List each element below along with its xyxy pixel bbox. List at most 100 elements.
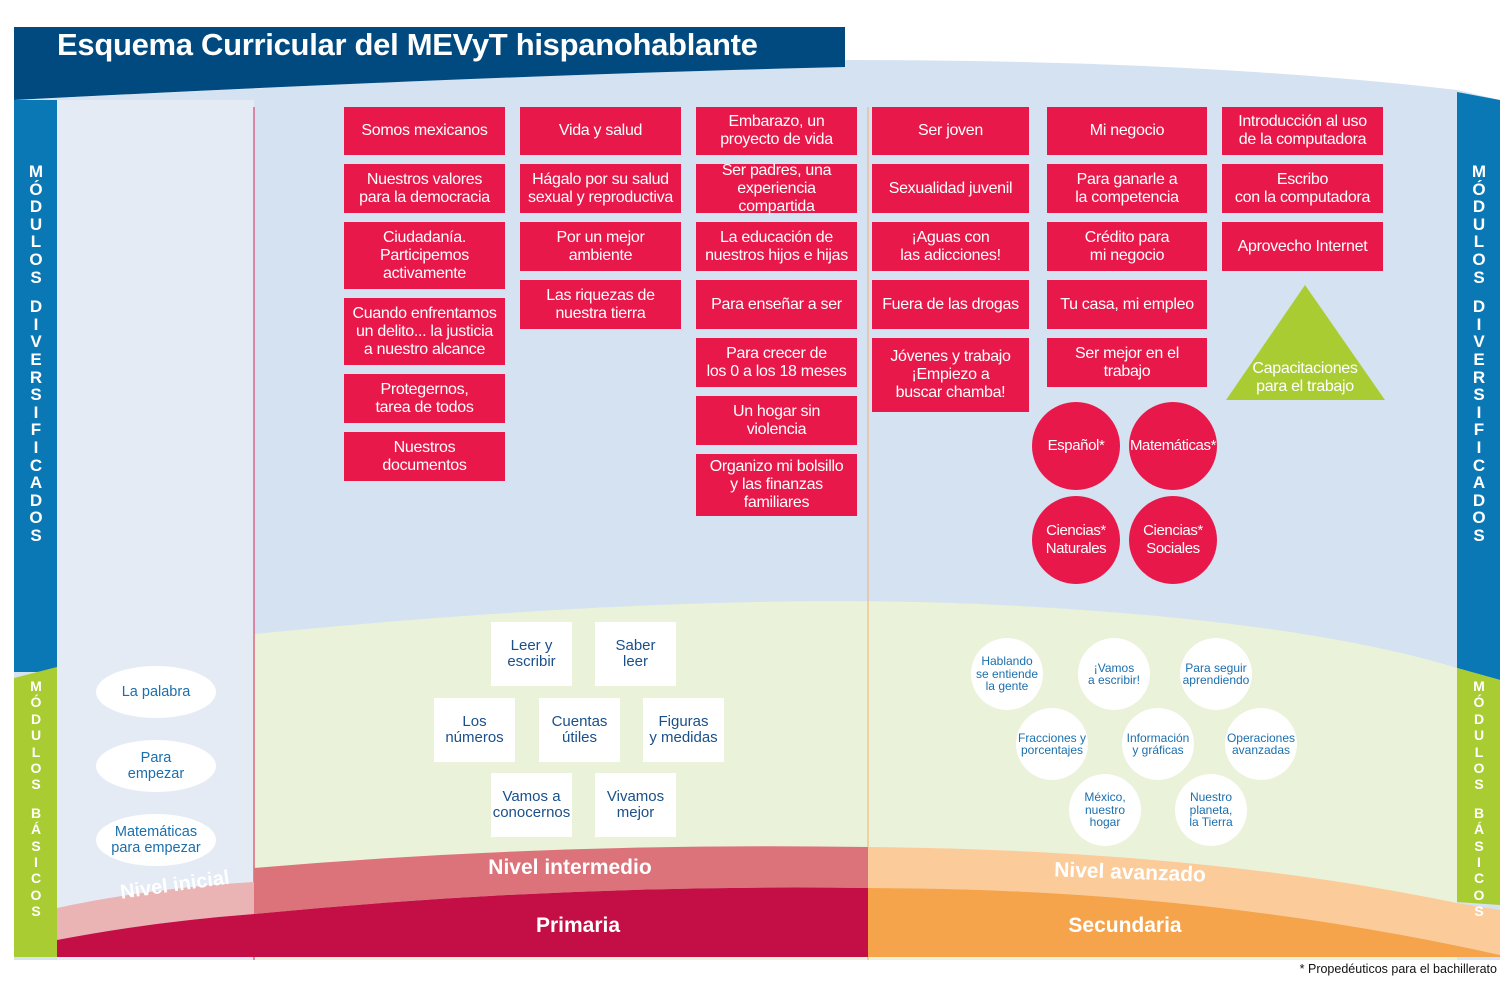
module-ser-joven[interactable]: Ser joven [872,107,1029,155]
vertical-letter: S [31,776,41,793]
vertical-letter: F [30,420,42,440]
module-la-educacion-de-nuestros-hijos[interactable]: La educación de nuestros hijos e hijas [696,222,857,271]
vertical-letter: Ó [1473,694,1485,711]
vertical-letter: D [1472,197,1486,217]
vertical-letter: S [31,903,41,920]
vertical-letter: C [30,870,42,887]
vertical-letter: R [1472,367,1486,387]
module-ser-padres[interactable]: Ser padres, una experiencia compartida [696,162,857,215]
module-fuera-de-las-drogas[interactable]: Fuera de las drogas [872,280,1029,329]
module-cuentas-utiles[interactable]: Cuentas útiles [539,698,620,762]
module-tu-casa-mi-empleo[interactable]: Tu casa, mi empleo [1047,280,1207,329]
module-jovenes-y-trabajo[interactable]: Jóvenes y trabajo ¡Empiezo a buscar cham… [872,338,1029,412]
module-sexualidad-juvenil[interactable]: Sexualidad juvenil [872,164,1029,213]
vertical-letter: D [30,710,42,727]
vertical-letter: S [30,385,42,405]
vertical-letter: O [29,249,43,269]
vertical-letter: O [1472,249,1486,269]
module-leer-y-escribir[interactable]: Leer y escribir [491,622,572,686]
module-matematicas[interactable]: Matemáticas* [1129,402,1217,490]
right-basicos-bar [1457,668,1500,905]
module-ciencias-sociales[interactable]: Ciencias* Sociales [1129,496,1217,584]
module-las-riquezas[interactable]: Las riquezas de nuestra tierra [520,280,681,329]
module-figuras-y-medidas[interactable]: Figuras y medidas [643,698,724,762]
module-nuestro-planeta[interactable]: Nuestro planeta, la Tierra [1175,774,1247,846]
module-vivamos-mejor[interactable]: Vivamos mejor [595,773,676,837]
vertical-letter: C [29,455,43,475]
module-espanol[interactable]: Español* [1032,402,1120,490]
right-diversificados-bar [1457,92,1500,680]
module-la-palabra[interactable]: La palabra [96,666,216,718]
module-ser-mejor-en-el-trabajo[interactable]: Ser mejor en el trabajo [1047,338,1207,387]
module-aprovecho-internet[interactable]: Aprovecho Internet [1222,222,1383,271]
module-nuestros-documentos[interactable]: Nuestros documentos [344,432,505,481]
vertical-letter: S [1474,837,1484,854]
module-escribo-con-la-computadora[interactable]: Escribo con la computadora [1222,164,1383,213]
vertical-letter: I [34,854,38,871]
module-nuestros-valores[interactable]: Nuestros valores para la democracia [344,164,505,213]
vertical-letter: M [1471,162,1487,181]
module-somos-mexicanos[interactable]: Somos mexicanos [344,107,505,155]
module-ciencias-naturales[interactable]: Ciencias* Naturales [1032,496,1120,584]
secundaria-band [868,888,1500,957]
primaria-label: Primaria [535,914,621,937]
vertical-letter: S [30,267,42,287]
module-operaciones-avanzadas[interactable]: Operaciones avanzadas [1225,708,1297,780]
vertical-letter: Ó [30,694,42,711]
vertical-letter: L [30,232,42,252]
word-gap [1457,793,1500,805]
module-cuando-enfrentamos-un-delito[interactable]: Cuando enfrentamos un delito... la justi… [344,298,505,365]
vertical-letter: U [1473,727,1485,744]
module-para-seguir-aprendiendo[interactable]: Para seguir aprendiendo [1180,638,1252,710]
vertical-letter: E [30,349,42,369]
vertical-letter: C [1472,455,1486,475]
vertical-letter: I [33,402,39,422]
vertical-letter: M [28,162,44,181]
module-aguas-con-las-adicciones[interactable]: ¡Aguas con las adicciones! [872,222,1029,271]
module-vamos-a-conocernos[interactable]: Vamos a conocernos [491,773,572,837]
module-mi-negocio[interactable]: Mi negocio [1047,107,1207,155]
vertical-letter: I [33,314,39,334]
module-los-numeros[interactable]: Los números [434,698,515,762]
vertical-letter: D [29,297,43,317]
module-introduccion-computadora[interactable]: Introducción al uso de la computadora [1222,107,1383,155]
vertical-letter: I [1476,314,1482,334]
nivel-inicial-band [57,882,254,940]
vertical-letter: U [29,214,43,234]
module-por-un-mejor-ambiente[interactable]: Por un mejor ambiente [520,222,681,271]
module-protegernos[interactable]: Protegernos, tarea de todos [344,374,505,423]
vertical-letter: V [1473,332,1485,352]
vertical-letter: C [1473,870,1485,887]
module-vamos-a-escribir[interactable]: ¡Vamos a escribir! [1078,638,1150,710]
vertical-letter: O [29,508,43,528]
module-para-crecer[interactable]: Para crecer de los 0 a los 18 meses [696,338,857,387]
module-matematicas-para-empezar[interactable]: Matemáticas para empezar [96,814,216,866]
module-hablando-se-entiende[interactable]: Hablando se entiende la gente [971,638,1043,710]
vertical-letter: L [31,743,41,760]
vertical-letter: U [30,727,42,744]
module-informacion-y-graficas[interactable]: Información y gráficas [1122,708,1194,780]
module-hagalo-por-su-salud[interactable]: Hágalo por su salud sexual y reproductiv… [520,164,681,213]
module-vida-y-salud[interactable]: Vida y salud [520,107,681,155]
module-saber-leer[interactable]: Saber leer [595,622,676,686]
module-ciudadania[interactable]: Ciudadanía. Participemos activamente [344,222,505,289]
left-basicos-bar [14,667,57,957]
vertical-letter: D [1472,297,1486,317]
module-embarazo[interactable]: Embarazo, un proyecto de vida [696,107,857,155]
module-para-ganarle-a-la-competencia[interactable]: Para ganarle a la competencia [1047,164,1207,213]
capacitaciones-triangle [1226,285,1385,400]
module-para-empezar[interactable]: Para empezar [96,740,216,792]
module-un-hogar-sin-violencia[interactable]: Un hogar sin violencia [696,396,857,445]
nivel-intermedio-band [254,846,868,914]
module-para-ensenar-a-ser[interactable]: Para enseñar a ser [696,280,857,329]
vertical-letter: L [1473,232,1485,252]
capacitaciones-label[interactable]: Capacitaciones para el trabajo [1252,360,1358,395]
vertical-letter: Ó [1472,179,1486,199]
module-mexico-nuestro-hogar[interactable]: México, nuestro hogar [1069,774,1141,846]
module-organizo-mi-bolsillo[interactable]: Organizo mi bolsillo y las finanzas fami… [696,454,857,516]
module-credito-para-mi-negocio[interactable]: Crédito para mi negocio [1047,222,1207,271]
module-fracciones-y-porcentajes[interactable]: Fracciones y porcentajes [1016,708,1088,780]
vertical-letter: D [1472,490,1486,510]
